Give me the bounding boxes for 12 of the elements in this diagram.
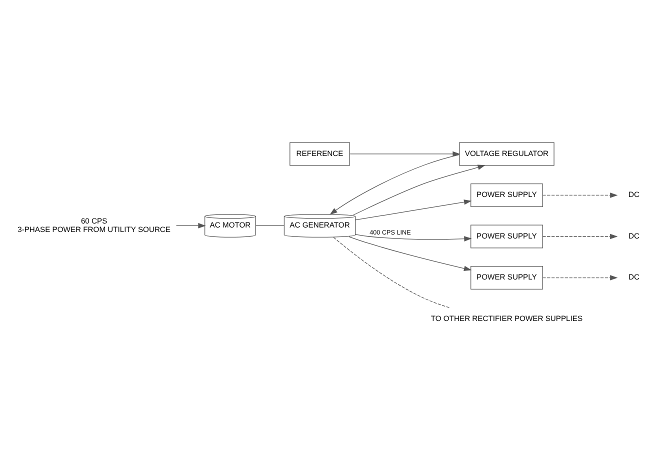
arrow <box>348 236 472 271</box>
arrow <box>542 192 618 198</box>
arrow <box>330 154 460 214</box>
arrow <box>355 198 472 220</box>
arrow <box>355 234 472 242</box>
arrow <box>542 233 618 239</box>
arrow <box>353 164 486 215</box>
arrow <box>542 274 618 280</box>
connector <box>255 224 284 226</box>
arrow <box>176 222 206 228</box>
connector <box>333 236 450 308</box>
arrow <box>349 150 460 156</box>
